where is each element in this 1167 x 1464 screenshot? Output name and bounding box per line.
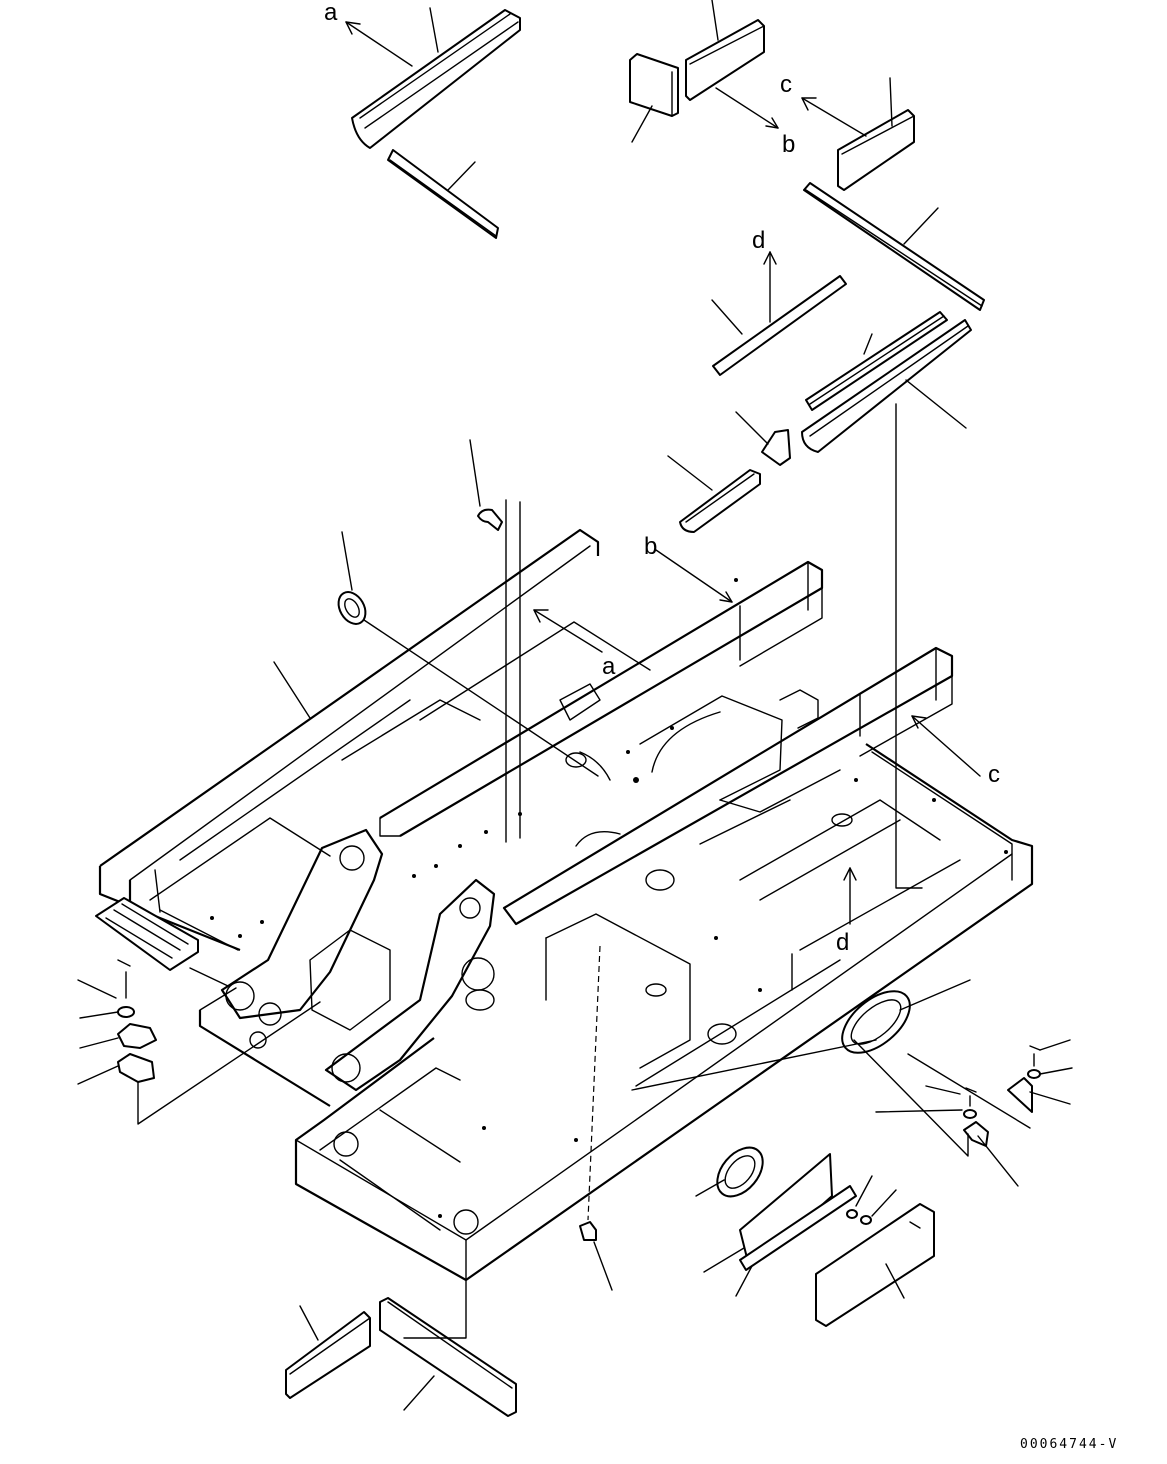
leader-lines-upper: [341, 0, 967, 591]
rod-d: [712, 275, 847, 376]
callout-d-frame: d: [836, 929, 849, 956]
pad-b-left: [629, 53, 679, 117]
callout-a-frame: a: [602, 653, 616, 680]
short-channel: [679, 469, 761, 533]
callout-b-frame: b: [644, 533, 657, 560]
callout-b-top: b: [782, 131, 795, 158]
bar-a-lower: [387, 149, 499, 239]
callout-a-top: a: [324, 0, 338, 26]
cover-plate-left: [117, 959, 157, 1083]
center-rail-left: [379, 560, 824, 837]
side-strip: [739, 1185, 857, 1271]
pad-lower-left: [285, 1311, 371, 1399]
bar-long-right: [803, 182, 985, 311]
pad-b-right: [685, 19, 765, 101]
cover-plate-right: [963, 1045, 1041, 1147]
lower-parts-group: [117, 591, 1041, 1417]
boom-bracket-right: [324, 878, 496, 1092]
oval-seal-right: [841, 990, 911, 1054]
drawing-id: 00064744-V: [1020, 1437, 1118, 1452]
pad-c: [837, 109, 915, 191]
step-ladder: [95, 897, 199, 971]
bolt-holes: [210, 578, 1008, 1218]
upper-parts-group: [351, 9, 985, 533]
angle-plate-lower: [801, 319, 972, 453]
angle-plate-upper: [805, 311, 948, 411]
pad-lower-right: [379, 1297, 517, 1417]
grommet-upper: [337, 591, 367, 625]
main-frame: [95, 528, 1034, 1282]
callout-d-top: d: [752, 227, 765, 254]
retaining-clip: [477, 508, 503, 531]
boom-bracket-left: [220, 828, 384, 1049]
drain-plug: [579, 1221, 597, 1241]
callout-c-frame: c: [988, 761, 1000, 788]
oval-seal-lower: [716, 1146, 764, 1198]
washer-bolts-lower: [846, 1209, 872, 1225]
callout-labels: a b c d b a c d: [324, 0, 1000, 956]
center-rail-right: [502, 646, 954, 926]
plate-a-upper: [351, 9, 521, 149]
bracket-cavity: [309, 929, 391, 1031]
side-cover-large: [815, 1203, 935, 1327]
callout-c-top: c: [780, 71, 792, 98]
wedge-block: [761, 429, 791, 466]
leader-lines-lower: [77, 403, 1073, 1411]
